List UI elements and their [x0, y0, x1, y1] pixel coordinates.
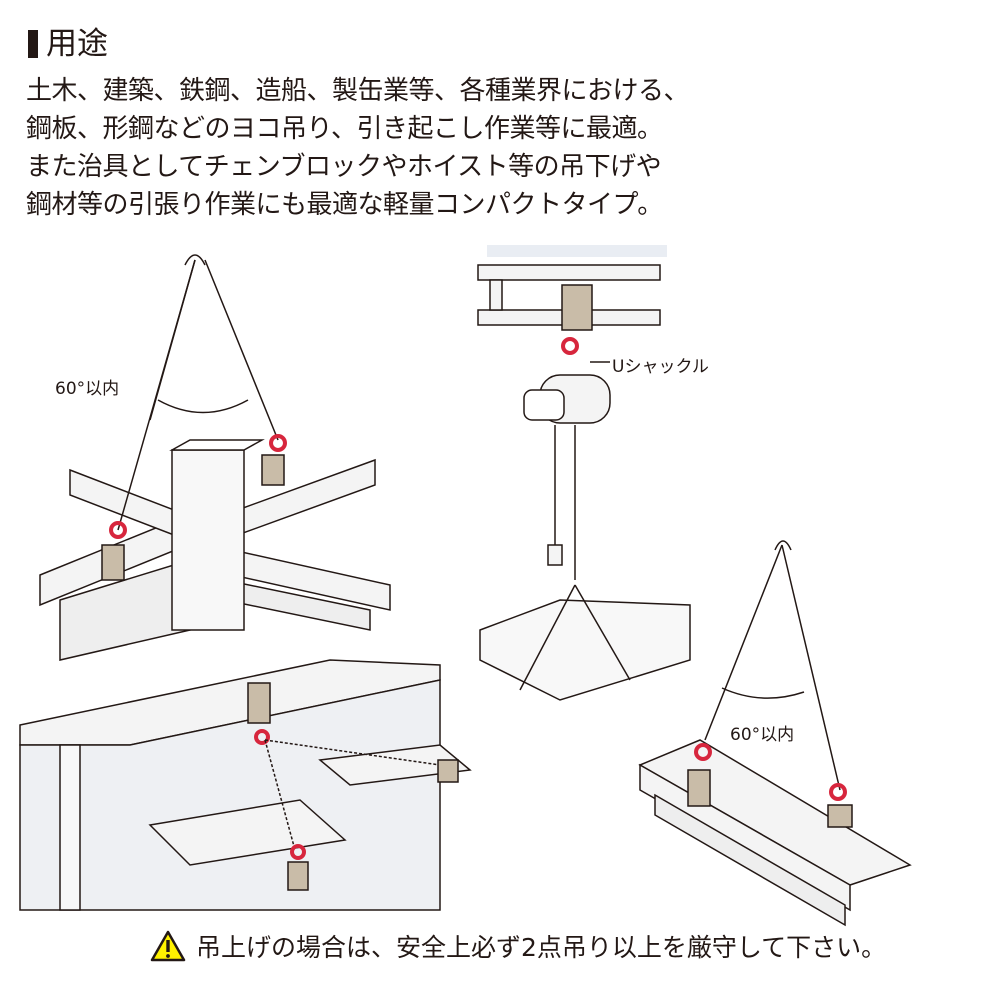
shackle-label: Uシャックル	[612, 357, 709, 377]
description-line: また治具としてチェンブロックやホイスト等の吊下げや	[26, 152, 662, 182]
description-line: 土木、建築、鉄鋼、造船、製缶業等、各種業界における、	[26, 76, 690, 106]
angle-label-cross-beam: 60°以内	[55, 379, 120, 399]
section-title: 用途	[28, 26, 108, 62]
description-line: 鋼板、形鋼などのヨコ吊り、引き起こし作業等に最適。	[26, 114, 663, 144]
angle-label-single-beam: 60°以内	[730, 725, 795, 745]
title-bar-marker	[28, 30, 38, 58]
warning-triangle-icon	[150, 930, 186, 962]
warning-text: 吊上げの場合は、安全上必ず2点吊り以上を厳守して下さい。	[196, 933, 887, 962]
cross-beam-illustration	[39, 254, 391, 661]
structure-illustration	[19, 659, 472, 911]
section-title-text: 用途	[46, 26, 108, 62]
safety-warning: 吊上げの場合は、安全上必ず2点吊り以上を厳守して下さい。	[150, 928, 886, 964]
description: 土木、建築、鉄鋼、造船、製缶業等、各種業界における、 鋼板、形鋼などのヨコ吊り、…	[26, 72, 690, 224]
single-beam-illustration	[638, 540, 912, 927]
hoist-illustration	[477, 245, 691, 701]
description-line: 鋼材等の引張り作業にも最適な軽量コンパクトタイプ。	[26, 190, 663, 220]
